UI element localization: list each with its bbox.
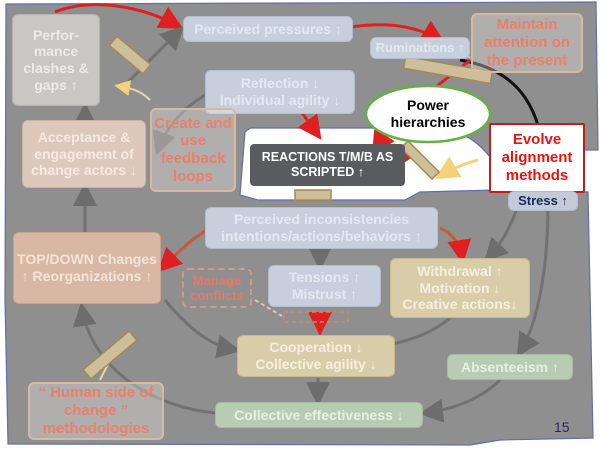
arrow-reflection-to-acceptance xyxy=(152,93,206,156)
top-down-label: TOP/DOWN Changes ↑ Reorganizations ↑ xyxy=(17,251,157,284)
power-hierarchies-ellipse xyxy=(364,84,492,144)
arrow-stress-to-absenteeism xyxy=(516,204,550,358)
node-power-hierarchies: Power hierarchies xyxy=(370,94,486,134)
node-reactions: REACTIONS T/M/B AS SCRIPTED ↑ xyxy=(250,144,405,186)
human-side-label: “ Human side of change ” methodologies xyxy=(38,384,154,437)
intervention-bar-ruminations xyxy=(402,55,494,85)
node-perceived-pressures: Perceived pressures ↑ xyxy=(183,16,353,42)
arrow-topdown-to-cooperation xyxy=(163,299,241,359)
arrow-manage-to-tensions xyxy=(254,299,283,317)
arrow-effectiveness-to-topdown xyxy=(72,302,216,415)
page-number: 15 xyxy=(554,419,570,435)
absenteeism-label: Absenteeism ↑ xyxy=(460,358,560,375)
node-stress: Stress ↑ xyxy=(508,191,578,211)
stress-label: Stress ↑ xyxy=(518,193,568,209)
note-human-side: “ Human side of change ” methodologies xyxy=(28,382,164,440)
node-collective-effectiveness: Collective effectiveness ↓ xyxy=(215,402,423,428)
reflection-label: Reflection ↓ xyxy=(240,75,320,92)
node-performance-clashes: Perfor- mance clashes & gaps ↑ xyxy=(12,14,100,106)
intervention-bar-perf xyxy=(108,35,152,75)
node-inconsistencies: Perceived inconsistencies intentions/act… xyxy=(205,207,438,249)
inconsistencies-label: Perceived inconsistencies intentions/act… xyxy=(221,211,422,244)
node-top-down: TOP/DOWN Changes ↑ Reorganizations ↑ xyxy=(13,232,161,304)
arrow-reflection-to-reactions xyxy=(297,109,322,140)
arrow-pressures-to-ruminations xyxy=(344,20,446,44)
power-hierarchies-label: Power hierarchies xyxy=(390,97,466,130)
note-evolve-alignment: Evolve alignment methods xyxy=(489,123,585,193)
withdrawal-label: Withdrawal ↑ Motivation ↓ Creative actio… xyxy=(402,263,518,313)
arrow-perf-to-pressures xyxy=(54,3,184,29)
arrow-evolve-to-reactions xyxy=(434,156,479,180)
maintain-attention-label: Maintain attention on the present xyxy=(484,16,570,69)
arrow-absenteeism-to-effectiveness xyxy=(419,378,502,423)
individual-agility-label: Individual agility ↓ xyxy=(219,92,341,108)
node-absenteeism: Absenteeism ↑ xyxy=(447,354,573,380)
arrow-perf-to-acceptance xyxy=(118,25,185,92)
perceived-pressures-label: Perceived pressures ↑ xyxy=(194,20,342,37)
intervention-bar-reactions xyxy=(399,139,441,181)
node-acceptance: Acceptance & engagement of change actors… xyxy=(22,120,146,188)
note-maintain-attention: Maintain attention on the present xyxy=(471,13,583,73)
note-manage-conflicts: Manage conflicts xyxy=(182,268,252,308)
node-tensions: Tensions ↑ Mistrust ↑ xyxy=(268,265,381,307)
arrow-inconsist-to-withdrawal xyxy=(439,226,472,264)
acceptance-label: Acceptance & engagement of change actors… xyxy=(31,129,137,179)
arrow-create-to-perf xyxy=(114,80,151,101)
intervention-bar-human xyxy=(82,330,138,380)
collective-effectiveness-label: Collective effectiveness ↓ xyxy=(234,406,404,423)
intervention-bar-reactions-bottom xyxy=(294,189,332,201)
manage-conflicts-label: Manage conflicts xyxy=(190,272,244,303)
evolve-alignment-label: Evolve alignment methods xyxy=(501,131,573,184)
node-withdrawal: Withdrawal ↑ Motivation ↓ Creative actio… xyxy=(390,258,530,318)
node-ruminations: Ruminations ↑ xyxy=(370,37,470,59)
tensions-label: Tensions ↑ Mistrust ↑ xyxy=(288,269,361,302)
note-create-feedback: Create and use feedback loops xyxy=(150,108,236,192)
intervention-bar-tensions xyxy=(283,311,349,323)
create-feedback-label: Create and use feedback loops xyxy=(154,114,232,185)
node-reflection: Reflection ↓ Individual agility ↓ xyxy=(205,70,355,114)
node-cooperation: Cooperation ↓ Collective agility ↓ xyxy=(237,335,395,377)
reactions-label: REACTIONS T/M/B AS SCRIPTED ↑ xyxy=(261,150,394,179)
ruminations-label: Ruminations ↑ xyxy=(375,40,465,56)
cooperation-label: Cooperation ↓ Collective agility ↓ xyxy=(255,339,377,372)
performance-clashes-label: Perfor- mance clashes & gaps ↑ xyxy=(23,26,89,93)
